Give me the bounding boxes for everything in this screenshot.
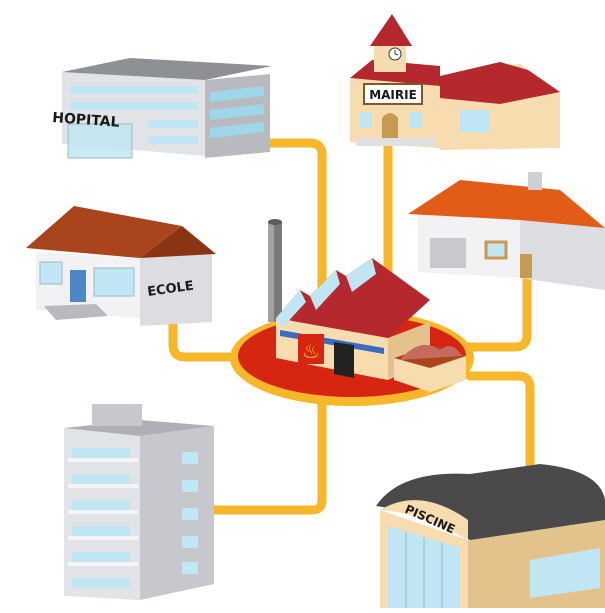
pipe-to-school <box>168 313 255 362</box>
hospital-building: HOPITAL <box>52 58 272 159</box>
pipe-to-pool <box>465 371 535 475</box>
heat-network-pipes <box>168 137 535 515</box>
pipe-to-hospital <box>263 138 327 305</box>
hospital-label: HOPITAL <box>52 110 120 131</box>
school-building: ECOLE <box>26 206 216 326</box>
fire-icon: ♨ <box>302 339 320 363</box>
pipe-to-apartments <box>209 395 327 515</box>
apartment-building <box>64 404 214 600</box>
townhall-sign <box>363 83 423 105</box>
townhall-label: MAIRIE <box>369 88 417 102</box>
plant-roof <box>276 258 430 338</box>
townhall-building: MAIRIE <box>350 14 560 150</box>
pipe-to-house <box>450 275 532 352</box>
plant-front-wall <box>276 318 388 380</box>
house-building <box>408 172 605 290</box>
pool-building: PISCINE <box>376 464 605 608</box>
central-heating-plant: ♨ <box>230 219 474 406</box>
school-label: ECOLE <box>146 279 194 300</box>
